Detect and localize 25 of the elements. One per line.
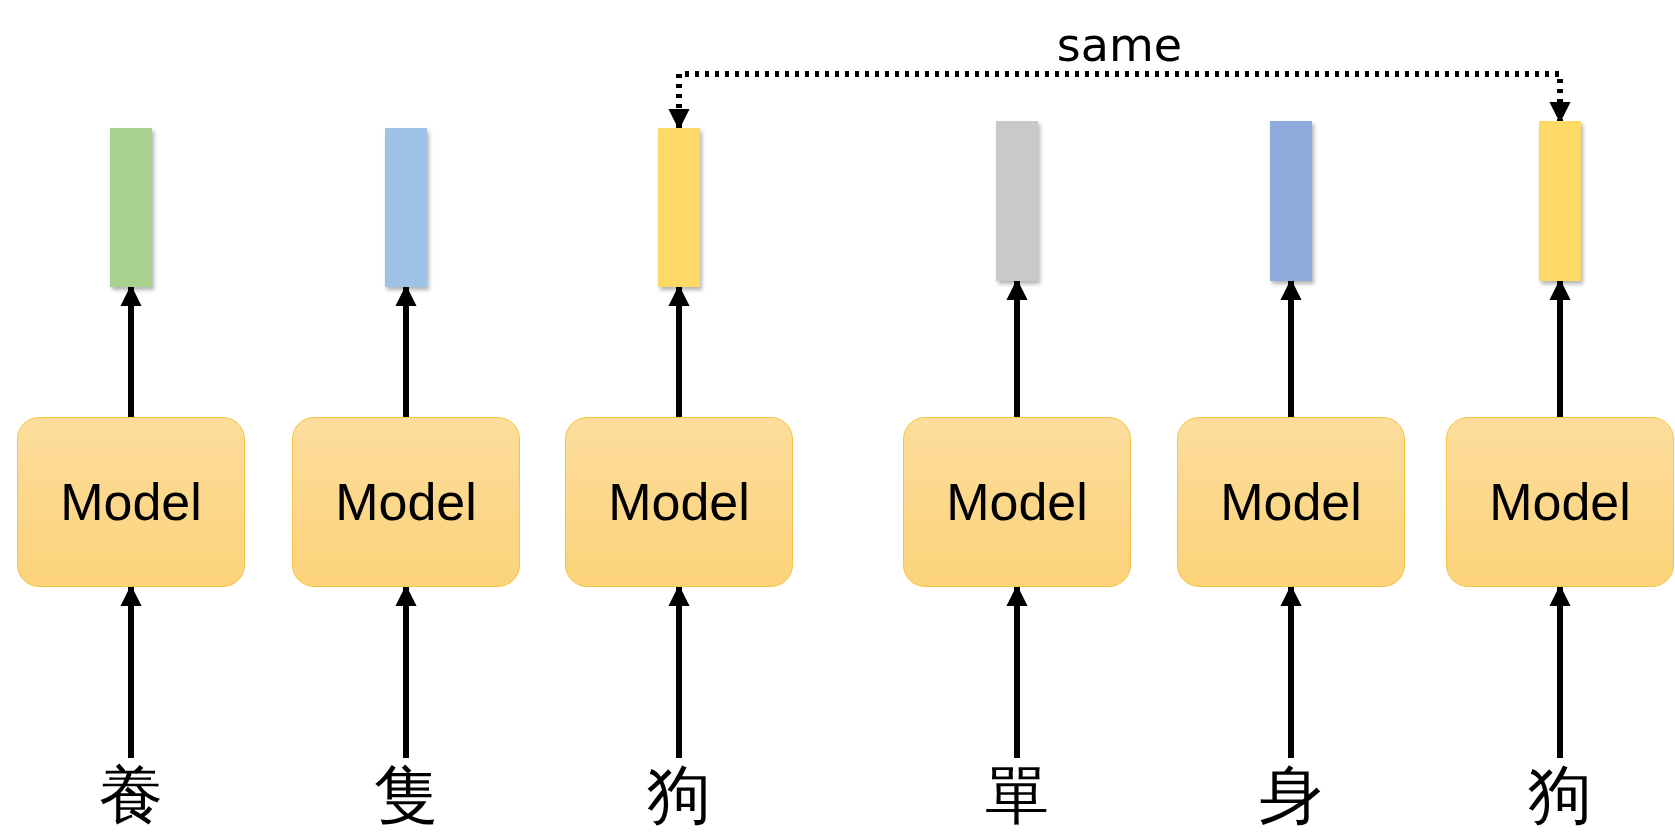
model-box — [565, 417, 793, 587]
input-character: 狗 — [647, 763, 711, 827]
model-box — [1177, 417, 1405, 587]
model-label: Model — [60, 472, 202, 532]
model-box — [1446, 417, 1674, 587]
model-box — [292, 417, 520, 587]
vector-bar — [385, 128, 427, 287]
vector-bar — [110, 128, 152, 287]
input-character: 隻 — [374, 763, 438, 827]
model-label: Model — [946, 472, 1088, 532]
vector-bar — [1539, 121, 1581, 281]
model-box — [903, 417, 1131, 587]
model-label: Model — [1489, 472, 1631, 532]
input-character: 狗 — [1528, 763, 1592, 827]
vector-bar — [658, 128, 700, 287]
input-character: 身 — [1259, 763, 1323, 827]
model-label: Model — [335, 472, 477, 532]
dotted-arrow — [668, 71, 1571, 131]
vector-bar — [996, 121, 1038, 281]
input-character: 單 — [985, 763, 1049, 827]
model-label: Model — [1220, 472, 1362, 532]
model-label: Model — [608, 472, 750, 532]
vector-bar — [1270, 121, 1312, 281]
model-box — [17, 417, 245, 587]
input-character: 養 — [99, 763, 163, 827]
